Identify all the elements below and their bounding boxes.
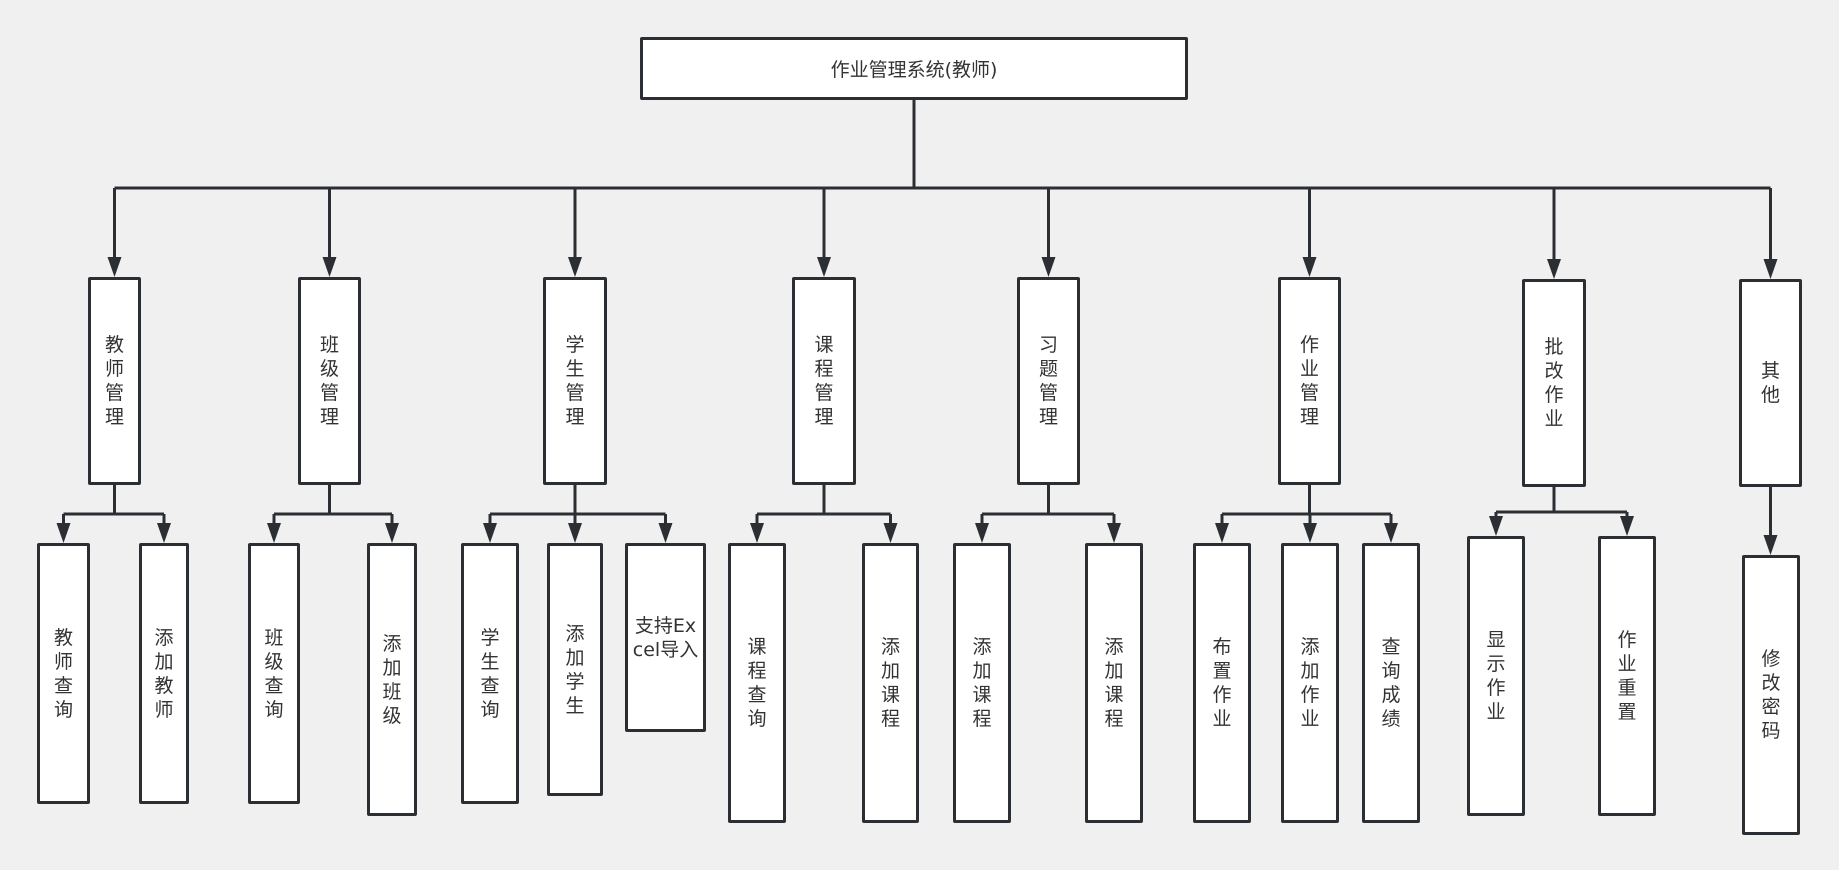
node-label: 作业管理 <box>1299 334 1319 428</box>
node-label: 作业管理系统(教师) <box>830 59 998 81</box>
arrowhead-icon <box>750 523 764 543</box>
node-label: 添加学生 <box>565 622 585 717</box>
arrowhead-icon <box>157 523 171 543</box>
node-label: 添加课程 <box>972 636 992 730</box>
node-course-query[interactable]: 课程查询 <box>728 543 786 823</box>
node-add-student[interactable]: 添加学生 <box>547 543 603 796</box>
node-label: 其他 <box>1760 360 1780 406</box>
node-label: 学生管理 <box>565 334 585 428</box>
node-add-course[interactable]: 添加课程 <box>862 543 919 823</box>
node-class-management[interactable]: 班级管理 <box>298 277 361 485</box>
node-label: 班级查询 <box>264 626 284 721</box>
arrowhead-icon <box>1041 257 1056 277</box>
node-course-management[interactable]: 课程管理 <box>792 277 856 485</box>
node-teacher-management[interactable]: 教师管理 <box>88 277 141 485</box>
node-homework-management[interactable]: 作业管理 <box>1278 277 1341 485</box>
node-add-teacher[interactable]: 添加教师 <box>139 543 189 804</box>
node-show-homework[interactable]: 显示作业 <box>1467 536 1525 816</box>
node-label: 学生查询 <box>480 626 500 721</box>
node-label: 添加教师 <box>154 626 174 721</box>
node-reset-homework[interactable]: 作业重置 <box>1598 536 1656 816</box>
arrowhead-icon <box>107 257 122 277</box>
node-teacher-query[interactable]: 教师查询 <box>37 543 90 804</box>
arrowhead-icon <box>1763 535 1778 555</box>
node-assign-homework[interactable]: 布置作业 <box>1193 543 1251 823</box>
node-grade-homework[interactable]: 批改作业 <box>1522 279 1586 487</box>
node-add-class[interactable]: 添加班级 <box>367 543 417 816</box>
arrowhead-icon <box>1302 257 1317 277</box>
node-exercise-add-course-2[interactable]: 添加课程 <box>1085 543 1143 823</box>
arrowhead-icon <box>1384 523 1398 543</box>
node-label: 习题管理 <box>1038 334 1058 428</box>
arrowhead-icon <box>1215 523 1229 543</box>
arrowhead-icon <box>568 523 582 543</box>
node-label: 班级管理 <box>319 334 339 428</box>
arrowhead-icon <box>385 523 399 543</box>
node-label: 课程管理 <box>814 334 834 428</box>
arrowhead-icon <box>1107 523 1121 543</box>
root-node[interactable]: 作业管理系统(教师) <box>640 37 1188 100</box>
arrowhead-icon <box>322 257 337 277</box>
node-other[interactable]: 其他 <box>1739 279 1802 487</box>
node-label: 布置作业 <box>1212 636 1232 730</box>
node-label: 添加班级 <box>382 632 402 727</box>
node-exercise-management[interactable]: 习题管理 <box>1017 277 1080 485</box>
arrowhead-icon <box>658 523 673 543</box>
node-query-scores[interactable]: 查询成绩 <box>1362 543 1420 823</box>
node-student-query[interactable]: 学生查询 <box>461 543 519 804</box>
arrowhead-icon <box>267 523 281 543</box>
node-label: 课程查询 <box>747 636 767 730</box>
node-label: 作业重置 <box>1617 629 1637 723</box>
arrowhead-icon <box>975 523 989 543</box>
node-label: 教师查询 <box>53 626 73 721</box>
node-label: 教师管理 <box>104 334 124 428</box>
node-label: 查询成绩 <box>1381 636 1401 730</box>
arrowhead-icon <box>1547 259 1561 279</box>
arrowhead-icon <box>883 523 898 543</box>
node-add-homework[interactable]: 添加作业 <box>1281 543 1339 823</box>
node-label: 修改密码 <box>1761 648 1781 742</box>
node-student-management[interactable]: 学生管理 <box>543 277 607 485</box>
arrowhead-icon <box>1303 523 1317 543</box>
arrowhead-icon <box>483 523 497 543</box>
node-label: 添加作业 <box>1300 636 1320 730</box>
arrowhead-icon <box>1763 259 1778 279</box>
arrowhead-icon <box>1489 516 1503 536</box>
arrowhead-icon <box>56 523 71 543</box>
node-change-password[interactable]: 修改密码 <box>1742 555 1800 835</box>
arrowhead-icon <box>568 257 582 277</box>
node-exercise-add-course-1[interactable]: 添加课程 <box>953 543 1011 823</box>
arrowhead-icon <box>817 257 831 277</box>
node-class-query[interactable]: 班级查询 <box>248 543 300 804</box>
arrowhead-icon <box>1620 516 1634 536</box>
node-excel-import[interactable]: 支持Excel导入 <box>625 543 706 732</box>
node-label: 支持Excel导入 <box>632 614 699 661</box>
node-label: 显示作业 <box>1486 629 1506 723</box>
node-label: 添加课程 <box>1104 636 1124 730</box>
node-label: 批改作业 <box>1544 336 1564 430</box>
node-label: 添加课程 <box>880 636 900 730</box>
